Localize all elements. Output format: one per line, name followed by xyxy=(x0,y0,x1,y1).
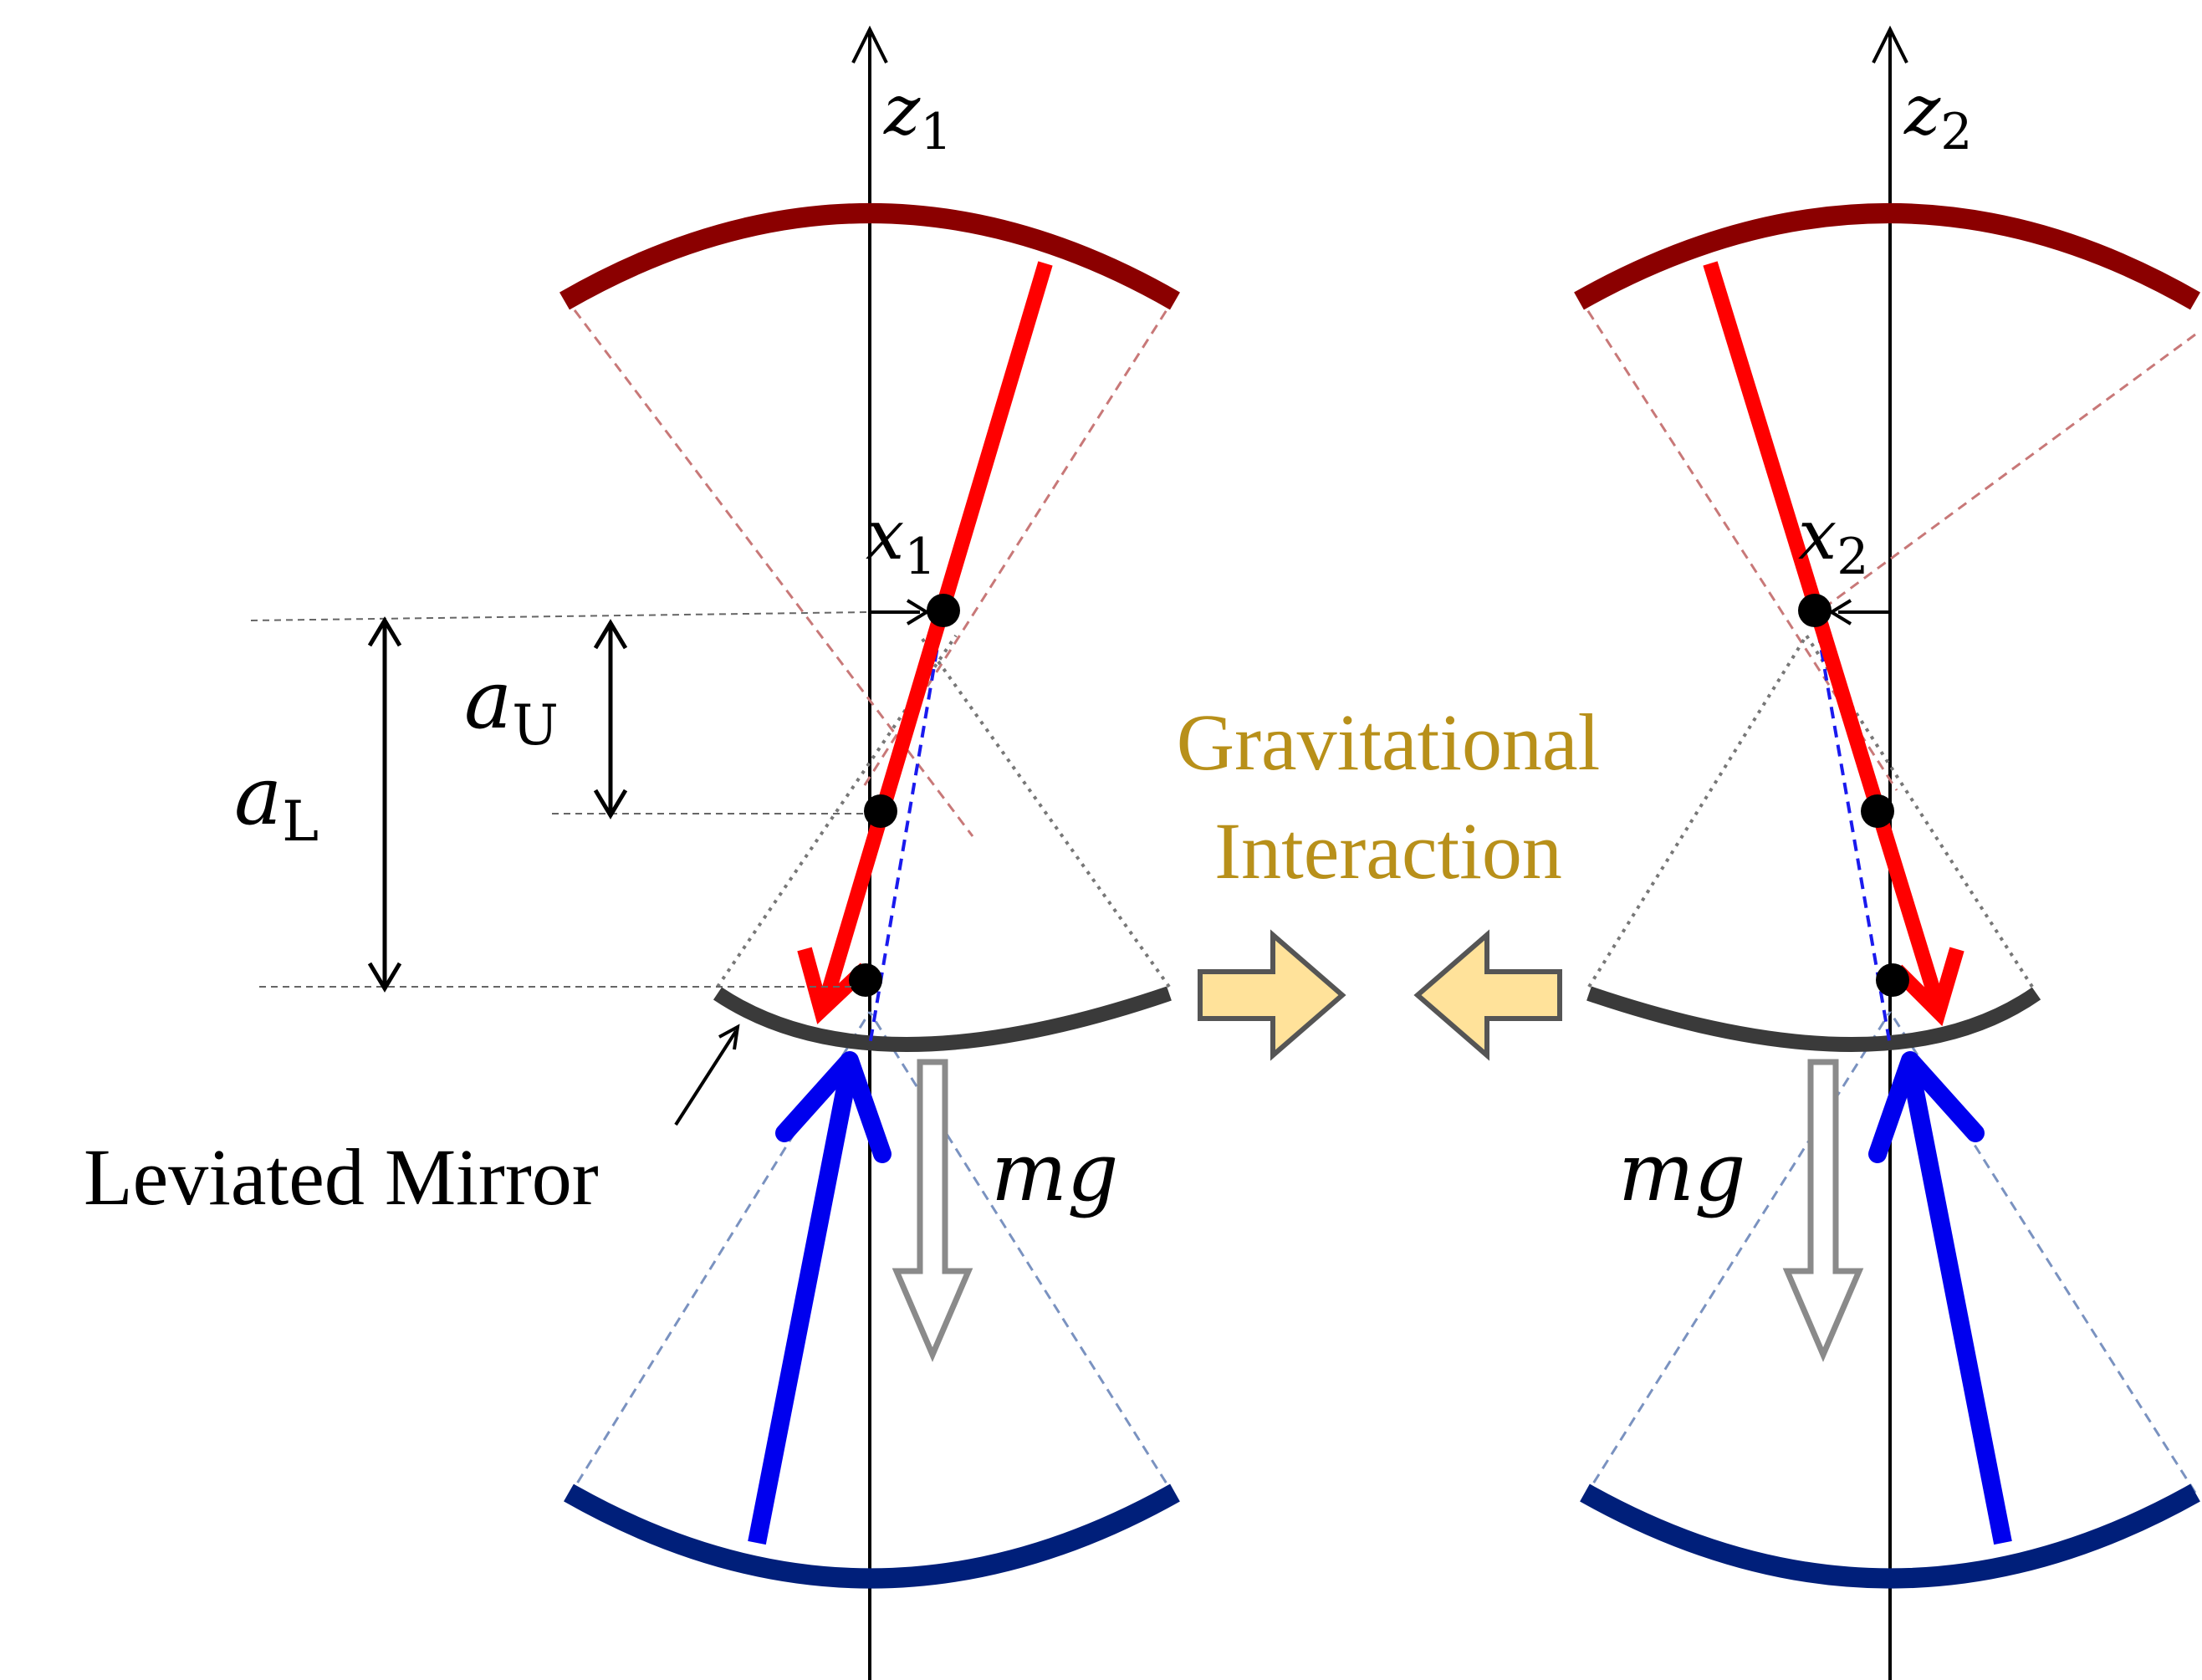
red-beam-arrowhead xyxy=(1891,947,1964,1027)
x1-label: x1 xyxy=(866,496,936,586)
focal-point xyxy=(1876,963,1909,997)
a-upper-label: aU xyxy=(464,653,559,758)
focal-point xyxy=(849,963,882,997)
mirror-pointer-arrowhead xyxy=(718,1024,740,1050)
blue-beam xyxy=(1902,1068,2012,1545)
gravity-arrow xyxy=(1782,1059,1864,1362)
focal-point xyxy=(927,594,960,627)
z1-axis-label: z1 xyxy=(883,71,952,161)
gravitational-interaction: Gravitational Interaction xyxy=(1177,697,1600,1061)
a-upper-arrowhead-top xyxy=(593,619,628,650)
block-arrow-right-icon xyxy=(1198,929,1346,1061)
lower-cone-edge xyxy=(1583,1011,1892,1498)
a-upper-arrowhead-bottom xyxy=(593,789,628,820)
a-lower-arrowhead-bottom xyxy=(367,962,402,993)
optical-axis xyxy=(868,611,945,1046)
mirror-cone-edge xyxy=(716,634,958,988)
lower-cone-edge xyxy=(868,1011,1177,1498)
mg-label-left: mg xyxy=(991,1126,1118,1219)
blue-beam xyxy=(748,1068,858,1545)
z1-axis-arrowhead xyxy=(851,25,888,64)
lower-mirror xyxy=(1580,1483,2200,1589)
levitated-mirror xyxy=(713,986,1172,1052)
gravity-arrow xyxy=(892,1059,973,1362)
interaction-label-line1: Gravitational xyxy=(1177,697,1600,787)
red-beam xyxy=(819,261,1053,1002)
levitated-mirror xyxy=(1586,986,2041,1052)
x2-arrowhead xyxy=(1828,599,1852,626)
mg-label-right: mg xyxy=(1618,1126,1745,1219)
x2-label: x2 xyxy=(1798,496,1868,586)
z2-axis-arrowhead xyxy=(1872,25,1908,64)
mirror-cone-edge xyxy=(918,634,1171,988)
lower-mirror xyxy=(564,1483,1180,1589)
upper-mirror xyxy=(1574,203,2200,310)
x1-arrowhead xyxy=(906,599,930,626)
focal-point xyxy=(864,794,897,828)
red-beam xyxy=(1703,261,1944,1002)
left-cavity: z1 x1 xyxy=(84,25,1180,1680)
a-lower-label: aL xyxy=(234,749,319,854)
upper-mirror xyxy=(559,203,1180,310)
dimension-guide xyxy=(250,611,871,621)
focal-point xyxy=(1861,794,1894,828)
blue-beam-arrowhead xyxy=(1868,1051,1985,1163)
a-lower-arrowhead-top xyxy=(367,616,402,647)
block-arrow-left-icon xyxy=(1413,929,1562,1061)
mirror-label: Leviated Mirror xyxy=(84,1132,599,1222)
right-cavity: z2 x2 xyxy=(1574,25,2200,1680)
z2-axis-label: z2 xyxy=(1903,71,1972,161)
upper-cone-edge xyxy=(563,296,974,837)
focal-point xyxy=(1798,594,1832,627)
interaction-label-line2: Interaction xyxy=(1214,806,1562,896)
mirror-pointer xyxy=(674,1029,738,1126)
upper-cone-edge xyxy=(1814,333,2196,616)
blue-beam-arrowhead xyxy=(775,1051,892,1163)
mirror-cone-edge xyxy=(1587,634,1808,988)
